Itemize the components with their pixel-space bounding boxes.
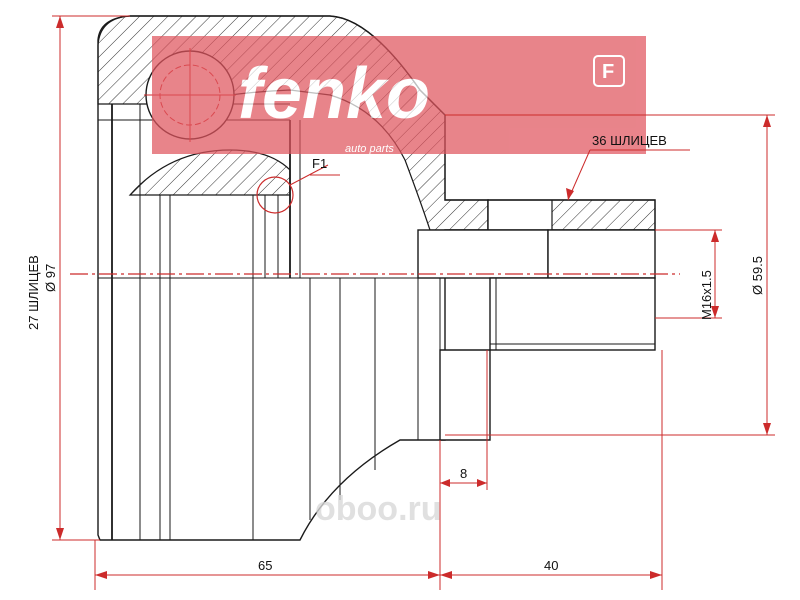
dim-offset: 8 [439, 350, 488, 590]
detail-ref-label: F1 [312, 156, 327, 171]
brand-badge-letter: F [602, 61, 614, 83]
label-splines-shaft: 36 ШЛИЦЕВ [592, 133, 667, 148]
label-dim-offset: 8 [460, 466, 467, 481]
label-dim-length-shaft: 40 [544, 558, 558, 573]
dim-outer-diameter: 27 ШЛИЦЕВ Ø 97 [26, 15, 130, 541]
brand-logo: fenko auto parts F [152, 36, 646, 155]
housing-face-lines [97, 103, 441, 540]
label-diameter-outer: Ø 97 [43, 264, 58, 292]
dim-thread: M16x1.5 [655, 229, 722, 320]
brand-logo-text: fenko [238, 54, 430, 134]
brand-logo-tagline: auto parts [345, 143, 394, 155]
dim-shaft-splines: 36 ШЛИЦЕВ [566, 133, 690, 201]
label-dim-length-body: 65 [258, 558, 272, 573]
label-splines-housing: 27 ШЛИЦЕВ [26, 255, 41, 330]
detail-f1-marker: F1 [256, 156, 340, 214]
label-thread: M16x1.5 [699, 270, 714, 320]
dim-lengths: 65 40 [94, 350, 663, 590]
stub-shaft [417, 199, 656, 441]
dim-seal-diameter: Ø 59.5 [445, 114, 775, 436]
label-diameter-seal: Ø 59.5 [750, 256, 765, 295]
site-watermark: oboo.ru [315, 490, 442, 528]
